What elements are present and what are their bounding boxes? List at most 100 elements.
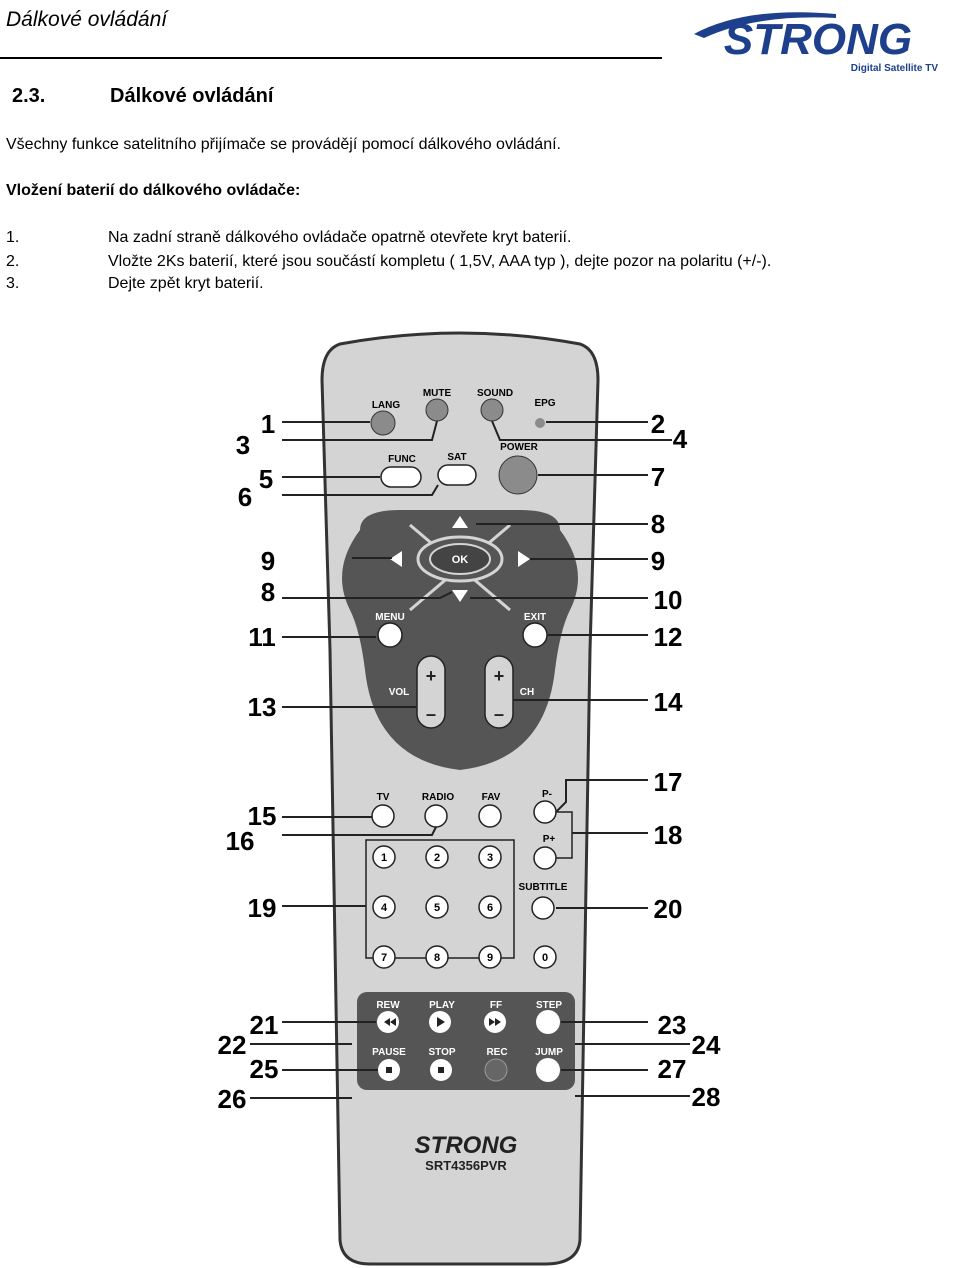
pause-label: PAUSE [372,1047,406,1058]
digit-button-6[interactable]: 6 [478,895,502,919]
ok-button[interactable] [429,543,491,575]
digit-button-circle[interactable] [372,845,396,869]
ch-rocker[interactable] [484,655,514,729]
step-text: Na zadní straně dálkového ovládače opatr… [108,229,572,246]
callout-number-left: 8 [261,577,275,607]
play-icon [437,1017,445,1027]
step-number: 1. [6,229,20,246]
digit-buttons: 1 2 3 4 5 6 7 8 9 0 [372,845,557,969]
callout-number-right: 17 [654,767,683,797]
digit-button-circle[interactable] [478,895,502,919]
lang-button[interactable] [370,410,396,436]
sound-label: SOUND [477,388,513,399]
vol-rocker[interactable] [416,655,446,729]
vol-minus: – [426,704,436,724]
digit-button-4[interactable]: 4 [372,895,396,919]
digit-button-label: 4 [381,902,388,914]
tv-button[interactable] [371,804,395,828]
digit-button-9[interactable]: 9 [478,945,502,969]
mute-button[interactable] [425,398,449,422]
power-button[interactable] [498,455,538,495]
battery-step: 2. Vložte 2Ks baterií, které jsou součást… [6,253,771,271]
left-arrow-icon[interactable] [390,551,402,567]
jump-button[interactable] [536,1058,560,1082]
digit-button-label: 5 [434,902,440,914]
callout-number-right: 8 [651,509,665,539]
callout-number-right: 9 [651,546,665,576]
digit-button-3[interactable]: 3 [478,845,502,869]
callout-number-left: 26 [218,1084,247,1114]
right-arrow-icon[interactable] [518,551,530,567]
leader-line [555,779,648,813]
step-text: Vložte 2Ks baterií, které jsou součástí … [108,253,772,270]
sat-label: SAT [447,452,466,463]
callout-number-right: 18 [654,820,683,850]
exit-button[interactable] [522,622,548,648]
callout-number-right: 14 [654,687,683,717]
mute-label: MUTE [423,388,452,399]
rew-label: REW [376,1000,400,1011]
pminus-button[interactable] [533,800,557,824]
battery-step: 3.Dejte zpět kryt baterií. [6,275,264,293]
remote-control-diagram: OK MENU EXIT + – VOL + – CH LANG MUTE SO… [218,331,721,1266]
epg-button[interactable] [535,418,545,428]
logo-tagline: Digital Satellite TV [851,63,939,74]
callout-number-right: 2 [651,409,665,439]
callout-number-left: 1 [261,409,275,439]
digit-button-circle[interactable] [372,895,396,919]
subtitle-button[interactable] [531,896,555,920]
tv-label: TV [377,792,390,803]
menu-button[interactable] [377,622,403,648]
digit-button-5[interactable]: 5 [425,895,449,919]
menu-label: MENU [375,612,404,623]
callout-number-left: 19 [248,893,277,923]
digit-button-label: 2 [434,852,440,864]
sound-button[interactable] [480,398,504,422]
pplus-button[interactable] [533,846,557,870]
exit-label: EXIT [524,612,546,623]
step-label: STEP [536,1000,562,1011]
func-label: FUNC [388,454,416,465]
rec-button[interactable] [484,1058,508,1082]
down-arrow-icon[interactable] [452,590,468,602]
battery-heading: Vložení baterií do dálkového ovládače: [6,182,301,199]
strong-logo: STRONG Digital Satellite TV [694,12,939,74]
digit-button-8[interactable]: 8 [425,945,449,969]
digit-button-circle[interactable] [425,895,449,919]
pvr-panel [357,992,575,1090]
digit-button-label: 6 [487,902,493,914]
callout-number-right: 10 [654,585,683,615]
battery-step: 1. Na zadní straně dálkového ovládače opa… [6,229,571,247]
digit-button-circle[interactable] [478,845,502,869]
func-button[interactable] [380,466,422,488]
sat-button[interactable] [437,464,477,486]
callout-number-right: 12 [654,622,683,652]
leader-line [282,420,438,441]
digit-button-circle[interactable] [478,945,502,969]
digit-button-circle[interactable] [372,945,396,969]
up-arrow-icon[interactable] [452,516,468,528]
digit-button-1[interactable]: 1 [372,845,396,869]
radio-label: RADIO [422,792,454,803]
digit-button-2[interactable]: 2 [425,845,449,869]
p-bracket [556,811,573,859]
digit-button-label: 1 [381,852,387,864]
digit-button-circle[interactable] [425,845,449,869]
radio-button[interactable] [424,804,448,828]
digit-button-0[interactable]: 0 [533,945,557,969]
step-button[interactable] [536,1010,560,1034]
rec-label: REC [486,1047,507,1058]
header-title: Dálkové ovládání [6,8,168,31]
leader-line [282,484,439,496]
step-number: 2. [6,253,20,270]
digit-button-circle[interactable] [425,945,449,969]
ok-label: OK [452,554,469,566]
lang-label: LANG [372,400,401,411]
digit-button-circle[interactable] [533,945,557,969]
fav-button[interactable] [478,804,502,828]
pplus-label: P+ [543,834,556,845]
vol-plus: + [426,666,437,686]
power-label: POWER [500,442,539,453]
ff-label: FF [490,1000,502,1011]
digit-button-7[interactable]: 7 [372,945,396,969]
